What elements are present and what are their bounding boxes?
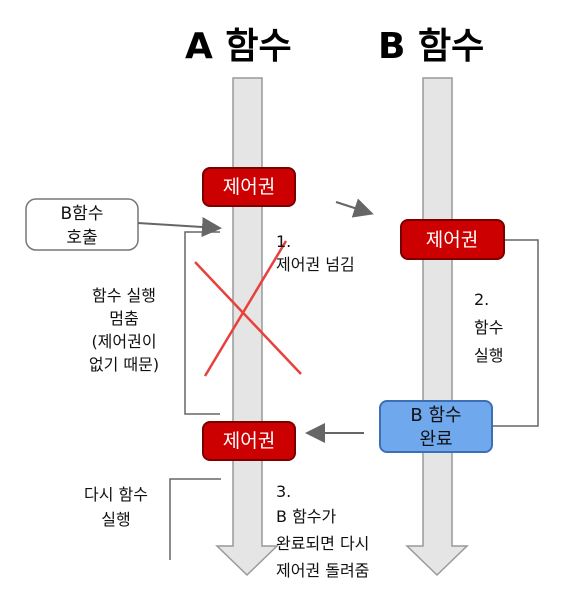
a-paused-bracket <box>184 231 220 415</box>
b-complete-line-1: B 함수 <box>410 405 461 426</box>
resume-bracket <box>169 478 221 560</box>
control-box-a-bottom-label: 제어권 <box>223 430 275 452</box>
resume-note-line-1: 다시 함수 <box>84 485 148 504</box>
paused-note-line-3: (제어권이 <box>91 332 156 351</box>
function-a-title: A 함수 <box>185 26 292 67</box>
b-call-arrow <box>137 217 222 237</box>
b-execution-bracket <box>492 239 539 427</box>
resume-note-line-2: 실행 <box>101 510 130 529</box>
step2-line-2: 실행 <box>474 346 503 365</box>
step2-number: 2. <box>474 290 489 309</box>
step3-line-1: B 함수가 <box>276 507 337 526</box>
paused-note-line-1: 함수 실행 <box>92 286 156 305</box>
function-a-shaft <box>215 77 279 577</box>
b-complete-line-2: 완료 <box>419 429 452 450</box>
b-call-box: B함수 호출 <box>25 198 139 251</box>
control-box-b: 제어권 <box>400 219 505 260</box>
control-box-b-label: 제어권 <box>426 229 478 251</box>
paused-note-line-4: 없기 때문) <box>89 355 159 374</box>
b-call-line-2: 호출 <box>66 228 97 248</box>
b-complete-box: B 함수 완료 <box>379 400 493 453</box>
function-b-shaft <box>405 77 469 577</box>
paused-note-line-2: 멈춤 <box>109 309 138 328</box>
step3-number: 3. <box>276 482 291 501</box>
paused-cross-mark <box>194 240 302 377</box>
function-b-title: B 함수 <box>378 26 484 67</box>
step2-line-1: 함수 <box>474 318 503 337</box>
b-call-line-1: B함수 <box>61 204 104 224</box>
control-box-a-top: 제어권 <box>202 167 296 207</box>
step3-line-2: 완료되면 다시 <box>276 534 369 553</box>
control-box-a-bottom: 제어권 <box>202 421 296 461</box>
step3-line-3: 제어권 돌려줌 <box>276 561 369 580</box>
handoff-arrow <box>335 198 374 218</box>
control-box-a-top-label: 제어권 <box>223 176 275 198</box>
step1-number: 1. <box>276 232 291 251</box>
step1-text: 제어권 넘김 <box>276 255 355 274</box>
